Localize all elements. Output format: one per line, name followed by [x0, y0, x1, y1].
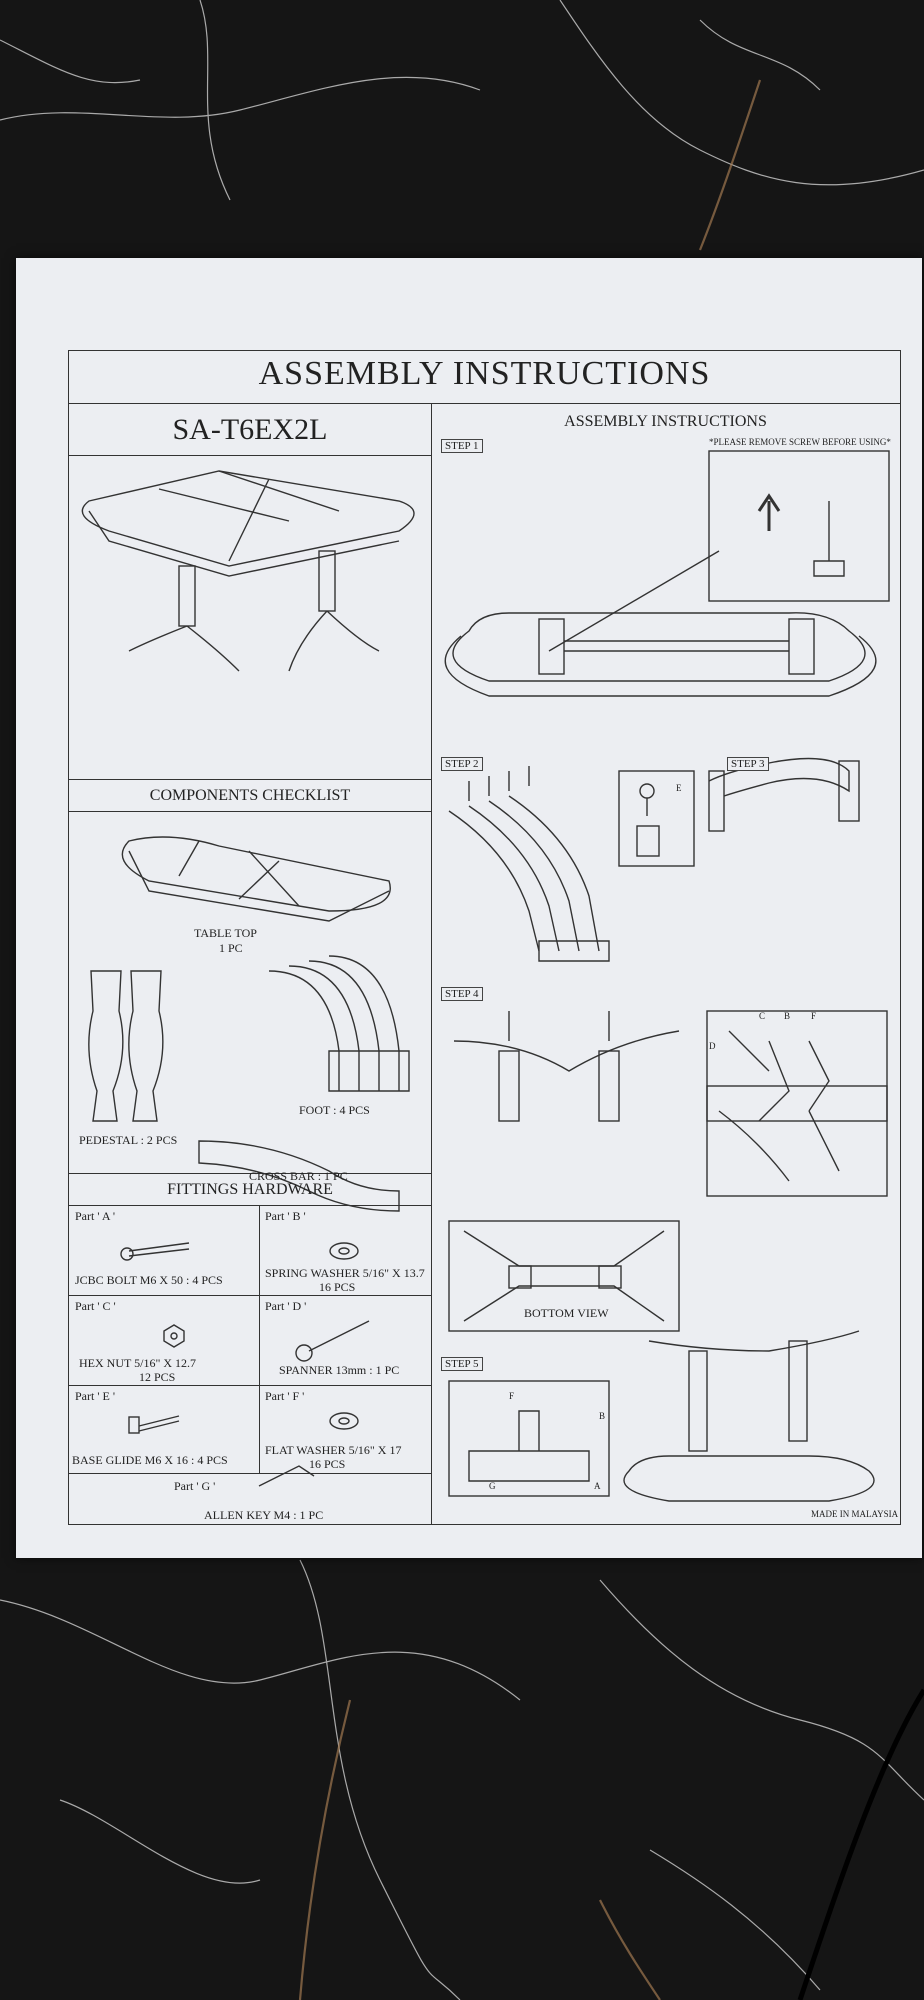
step-2-label: STEP 2	[441, 757, 483, 771]
right-section-header: ASSEMBLY INSTRUCTIONS	[564, 413, 767, 430]
part-g-name: ALLEN KEY M4 : 1 PC	[204, 1508, 324, 1522]
callout-g-step5: G	[489, 1481, 496, 1491]
made-in-label: MADE IN MALAYSIA	[811, 1509, 899, 1519]
part-e-label: Part ' E '	[75, 1389, 115, 1403]
callout-e: E	[676, 783, 682, 793]
part-g-label: Part ' G '	[174, 1479, 216, 1493]
part-b-name: SPRING WASHER 5/16" X 13.7	[265, 1266, 425, 1280]
table-top-label: TABLE TOP	[194, 926, 257, 940]
document-title: ASSEMBLY INSTRUCTIONS	[258, 355, 711, 392]
step5-illustration	[448, 1330, 875, 1502]
callout-d: D	[709, 1041, 716, 1051]
cross-bar-illustration	[198, 1140, 400, 1212]
part-d-name: SPANNER 13mm : 1 PC	[279, 1363, 400, 1377]
part-c-label: Part ' C '	[75, 1299, 116, 1313]
model-number: SA-T6EX2L	[172, 413, 328, 446]
callout-b-step5: B	[599, 1411, 606, 1421]
part-a-label: Part ' A '	[75, 1209, 115, 1223]
part-e-name: BASE GLIDE M6 X 16 : 4 PCS	[72, 1453, 228, 1467]
bottom-view-label: BOTTOM VIEW	[524, 1306, 609, 1320]
step2-illustration	[448, 766, 695, 962]
step-3-label: STEP 3	[727, 757, 769, 771]
callout-b: B	[784, 1011, 791, 1021]
part-d-label: Part ' D '	[265, 1299, 307, 1313]
callout-f-step5: F	[509, 1391, 515, 1401]
components-checklist-title: COMPONENTS CHECKLIST	[149, 787, 351, 804]
instruction-sheet: ASSEMBLY INSTRUCTIONS SA-T6EX2L ASSEMBLY…	[16, 258, 922, 1558]
pedestal-label: PEDESTAL : 2 PCS	[79, 1133, 178, 1147]
part-b-qty: 16 PCS	[319, 1280, 356, 1294]
table-top-illustration	[121, 836, 391, 922]
step-1-label: STEP 1	[441, 439, 483, 453]
callout-a-step5: A	[594, 1481, 601, 1491]
callout-c: C	[759, 1011, 766, 1021]
step3-illustration	[706, 757, 888, 1197]
table-top-qty: 1 PC	[219, 941, 243, 955]
part-f-qty: 16 PCS	[309, 1457, 346, 1471]
step-4-label: STEP 4	[441, 987, 483, 1001]
sheet-frame: ASSEMBLY INSTRUCTIONS SA-T6EX2L ASSEMBLY…	[68, 350, 901, 1525]
part-f-label: Part ' F '	[265, 1389, 305, 1403]
fittings-illustrations	[120, 1242, 370, 1487]
part-c-name: HEX NUT 5/16" X 12.7	[79, 1356, 197, 1370]
foot-label: FOOT : 4 PCS	[299, 1103, 370, 1117]
fittings-hardware-title: FITTINGS HARDWARE	[167, 1181, 333, 1198]
part-b-label: Part ' B '	[265, 1209, 306, 1223]
foot-illustration	[268, 955, 410, 1092]
pedestal-illustration	[88, 970, 164, 1122]
assembly-drawings	[81, 450, 890, 1502]
table-overview-illustration	[81, 470, 415, 672]
step1-illustration	[444, 450, 890, 697]
remove-screw-note: *PLEASE REMOVE SCREW BEFORE USING*	[709, 437, 891, 447]
callout-f: F	[811, 1011, 817, 1021]
part-a-name: JCBC BOLT M6 X 50 : 4 PCS	[75, 1273, 223, 1287]
part-c-qty: 12 PCS	[139, 1370, 176, 1384]
cross-bar-label: CROSS BAR : 1 PC	[249, 1169, 348, 1183]
part-f-name: FLAT WASHER 5/16" X 17	[265, 1443, 402, 1457]
step4-illustration	[448, 1011, 680, 1332]
step-5-label: STEP 5	[441, 1357, 483, 1371]
